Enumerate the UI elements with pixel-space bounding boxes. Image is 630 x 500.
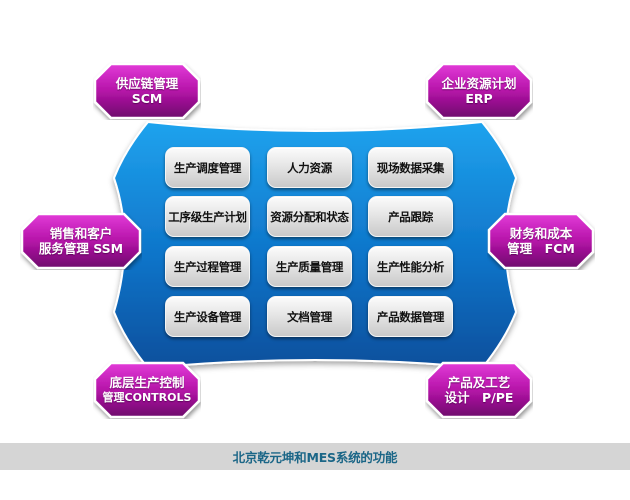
module-human-resources: 人力资源: [267, 147, 352, 188]
satellite-erp-line2: ERP: [465, 91, 493, 106]
module-product-data-management: 产品数据管理: [368, 296, 453, 337]
module-document-management: 文档管理: [267, 296, 352, 337]
satellite-erp: 企业资源计划 ERP: [425, 62, 533, 120]
satellite-scm-line2: SCM: [131, 91, 163, 106]
octagon-shape: [425, 62, 533, 120]
satellite-ssm: 销售和客户 服务管理 SSM: [20, 212, 142, 270]
satellite-scm: 供应链管理 SCM: [93, 62, 201, 120]
module-quality-management: 生产质量管理: [267, 246, 352, 287]
satellite-fcm-line1: 财务和成本: [509, 226, 573, 241]
module-shopfloor-data-collection: 现场数据采集: [368, 147, 453, 188]
satellite-erp-line1: 企业资源计划: [441, 76, 517, 91]
satellite-fcm-line2: 管理 FCM: [507, 241, 575, 256]
octagon-shape: [93, 62, 201, 120]
octagon-shape: [425, 361, 533, 419]
diagram-title: 北京乾元坤和MES系统的功能: [232, 450, 398, 465]
satellite-controls: 底层生产控制 管理CONTROLS: [93, 361, 201, 419]
satellite-ppe-line1: 产品及工艺: [447, 375, 511, 390]
octagon-shape: [20, 212, 142, 270]
satellite-ppe-line2: 设计 P/PE: [444, 390, 514, 405]
module-performance-analysis: 生产性能分析: [368, 246, 453, 287]
satellite-controls-line1: 底层生产控制: [109, 375, 185, 390]
module-process-management: 生产过程管理: [165, 246, 250, 287]
octagon-shape: [93, 361, 201, 419]
module-production-scheduling: 生产调度管理: [165, 147, 250, 188]
module-equipment-management: 生产设备管理: [165, 296, 250, 337]
satellite-fcm: 财务和成本 管理 FCM: [487, 212, 595, 270]
satellite-scm-line1: 供应链管理: [115, 76, 179, 91]
module-product-tracking: 产品跟踪: [368, 196, 453, 237]
satellite-ssm-line2: 服务管理 SSM: [38, 241, 124, 256]
octagon-shape: [487, 212, 595, 270]
satellite-ppe: 产品及工艺 设计 P/PE: [425, 361, 533, 419]
module-resource-allocation: 资源分配和状态: [267, 196, 352, 237]
satellite-controls-line2: 管理CONTROLS: [102, 391, 192, 404]
satellite-ssm-line1: 销售和客户: [49, 226, 113, 241]
module-operation-planning: 工序级生产计划: [165, 196, 250, 237]
caption-bar: 北京乾元坤和MES系统的功能: [0, 443, 630, 470]
